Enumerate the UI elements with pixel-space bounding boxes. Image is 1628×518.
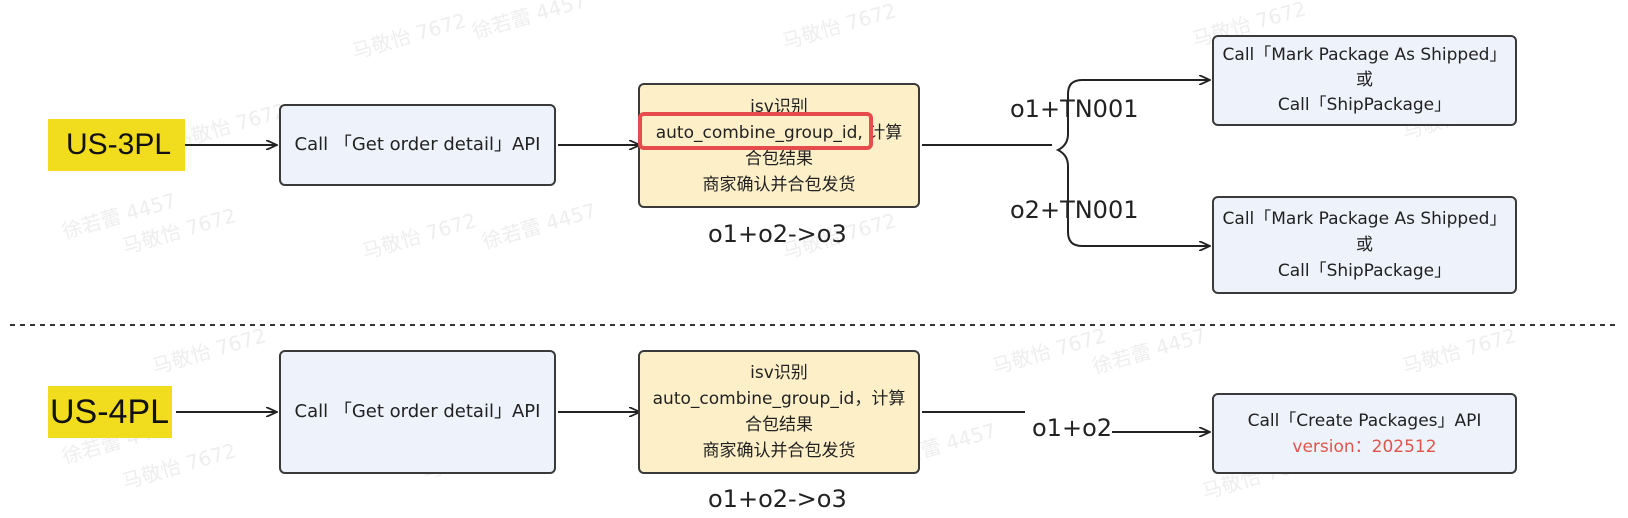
highlighted-field-name: auto_combine_group_id, [655,122,863,143]
output-create-packages: Call「Create Packages」API version：202512 [1212,393,1517,474]
output-line: 或 [1356,70,1373,90]
step-line: auto_combine_group_id，计算 [652,389,906,409]
highlight-box [638,112,873,150]
branch-label-o2: o2+TN001 [1010,196,1139,224]
step-line: 合包结果 [745,415,813,435]
step-isv-combine-top: isv识别 auto_combine_group_id, 计算 合包结果 商家确… [638,83,920,208]
branch-label-o1-o2: o1+o2 [1032,414,1113,442]
step-get-order-detail-top: Call 「Get order detail」API [279,104,556,186]
step-isv-combine-bottom: isv识别 auto_combine_group_id，计算 合包结果 商家确认… [638,350,920,474]
step-text: Call 「Get order detail」API [294,134,541,155]
flow-label-us-4pl: US-4PL [48,386,172,438]
output-line: 或 [1356,235,1373,255]
flow-label-text: US-4PL [50,392,170,431]
flow-label-text: US-3PL [66,128,172,161]
step-line: isv识别 [750,96,808,117]
output-line: Call「Mark Package As Shipped」 [1222,209,1507,229]
merge-note-top: o1+o2->o3 [708,220,847,248]
output-line: Call「ShipPackage」 [1277,95,1452,115]
merge-note-bottom: o1+o2->o3 [708,485,847,513]
version-label: version：202512 [1292,436,1437,457]
output-line: Call「Mark Package As Shipped」 [1222,45,1507,65]
step-line: auto_combine_group_id, 计算 [656,120,903,146]
step-line: 商家确认并合包发货 [702,174,856,195]
step-line: 商家确认并合包发货 [702,441,856,461]
branch-label-o1: o1+TN001 [1010,95,1139,123]
step-line: 合包结果 [745,148,813,169]
step-get-order-detail-bottom: Call 「Get order detail」API [279,350,556,474]
output-mark-shipped-1: Call「Mark Package As Shipped」 或 Call「Shi… [1212,35,1517,126]
output-line: Call「Create Packages」API [1247,410,1482,431]
step-line: isv识别 [750,363,808,383]
output-mark-shipped-2: Call「Mark Package As Shipped」 或 Call「Shi… [1212,196,1517,294]
step-line-rest: 计算 [868,122,903,143]
flow-label-us-3pl: US-3PL [48,119,185,171]
output-line: Call「ShipPackage」 [1277,261,1452,281]
step-text: Call 「Get order detail」API [294,401,541,422]
branch-bracket [1055,79,1210,247]
